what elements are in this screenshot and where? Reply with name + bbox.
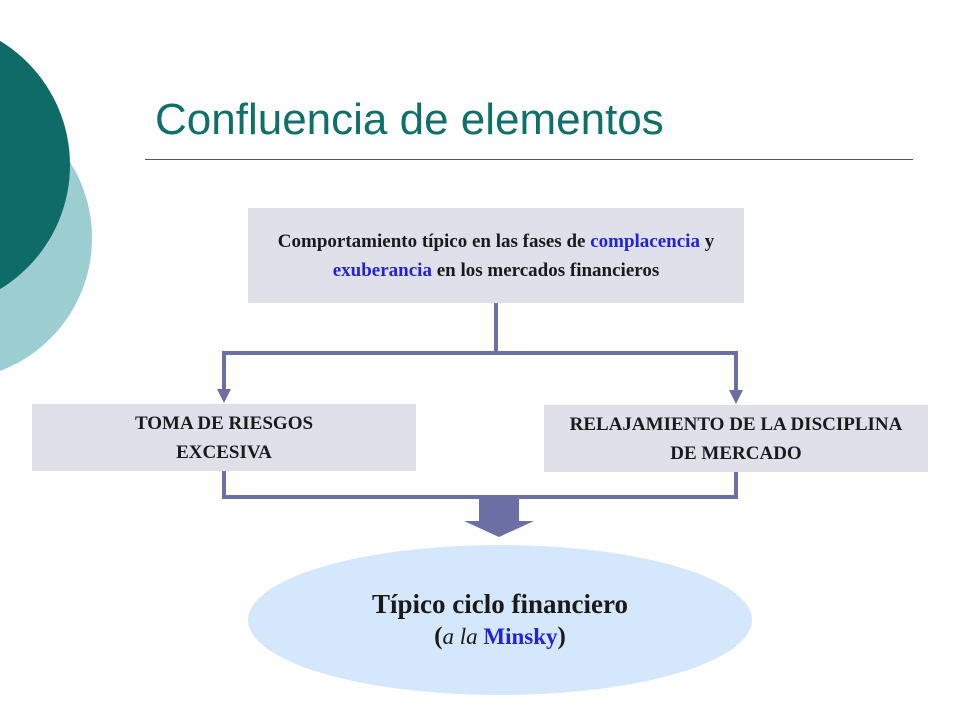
market-discipline-box: RELAJAMIENTO DE LA DISCIPLINA DE MERCADO — [544, 405, 928, 472]
market-discipline-text: RELAJAMIENTO DE LA DISCIPLINA DE MERCADO — [569, 413, 903, 464]
slide-title: Confluencia de elementos — [155, 95, 664, 144]
complacency-highlight: complacencia — [590, 230, 700, 252]
excessive-risk-box: TOMA DE RIESGOS EXCESIVA — [32, 404, 416, 471]
behavior-phases-box: Comportamiento típico en las fases de co… — [248, 208, 744, 303]
financial-cycle-title: Típico ciclo financiero — [372, 589, 628, 619]
dark-teal-circle — [0, 40, 70, 290]
financial-cycle-ellipse: Típico ciclo financiero (a la Minsky) — [248, 545, 752, 695]
arrowhead-left — [217, 389, 231, 403]
title-divider — [145, 159, 913, 160]
behavior-phases-text: Comportamiento típico en las fases de co… — [277, 230, 715, 281]
arrowhead-right — [729, 390, 743, 404]
minsky-highlight: Minsky — [483, 624, 558, 649]
excessive-risk-text: TOMA DE RIESGOS EXCESIVA — [134, 412, 314, 463]
exuberance-highlight: exuberancia — [332, 259, 432, 281]
merge-block-arrow — [464, 497, 534, 537]
financial-cycle-subtitle: (a la Minsky) — [434, 623, 566, 650]
